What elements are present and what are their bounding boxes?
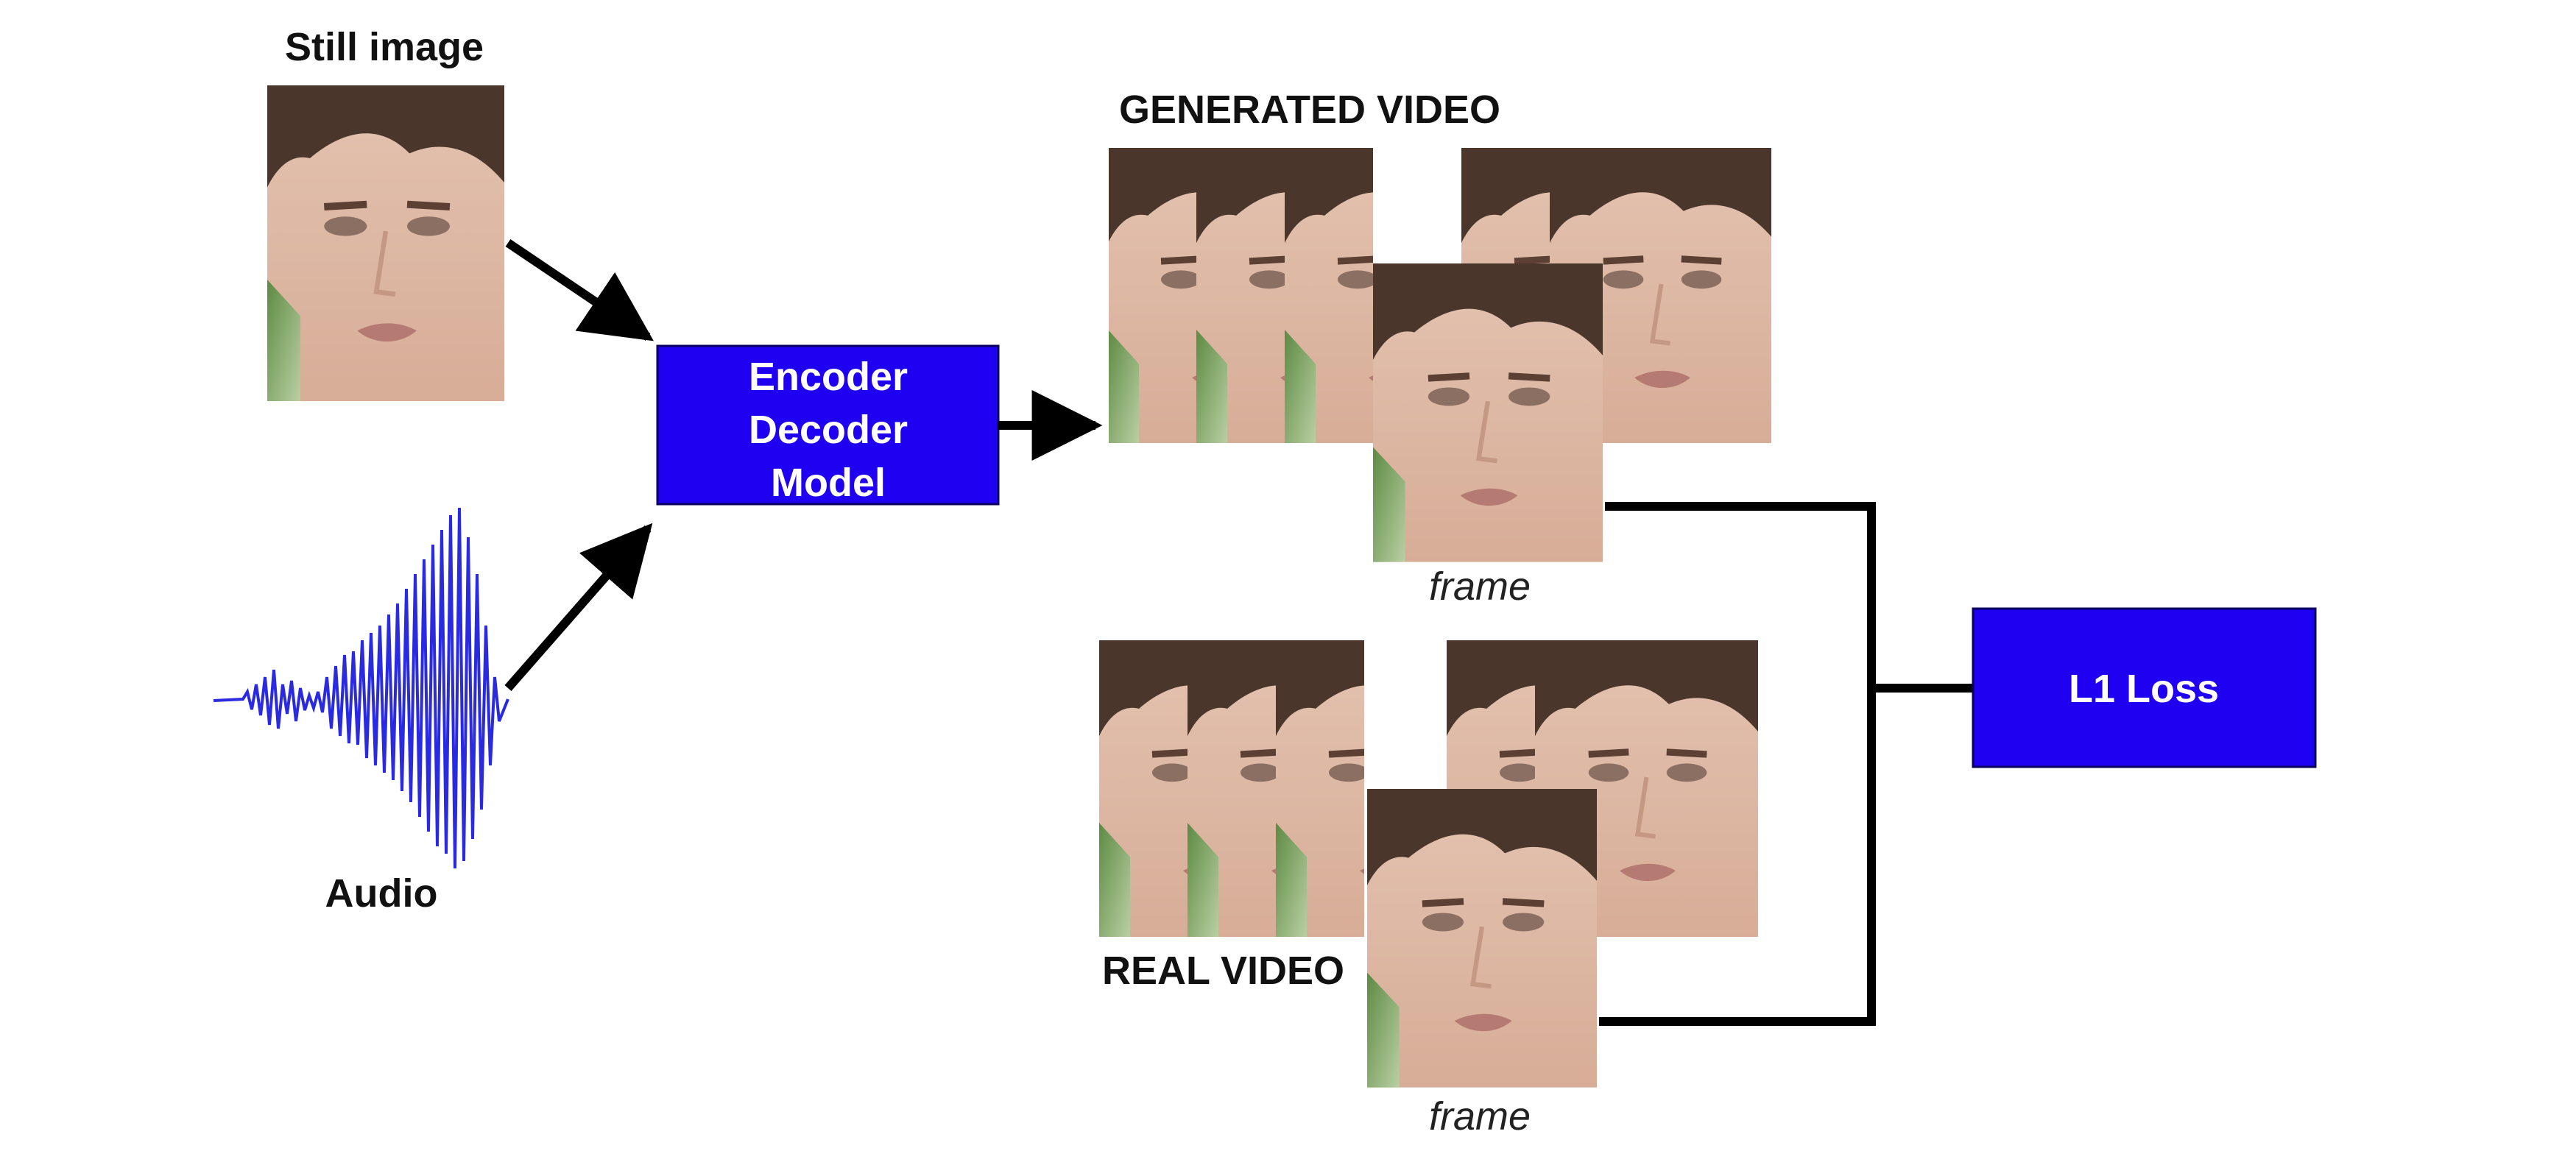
real-video-label: REAL VIDEO (1102, 949, 1344, 993)
model-label-line3: Model (771, 461, 886, 505)
real-frame-label: frame (1429, 1094, 1531, 1139)
l1-loss-box (1972, 607, 2317, 768)
encoder-decoder-model-box (656, 344, 1000, 506)
still-image-label: Still image (285, 25, 484, 69)
audio-label: Audio (325, 871, 438, 916)
audio-waveform-icon (213, 507, 509, 869)
still-image-photo (267, 85, 504, 401)
generated-frame-label: frame (1429, 564, 1531, 609)
model-label-line2: Decoder (749, 408, 908, 452)
frames-to-loss-bracket (1599, 502, 1876, 1026)
image-to-model-arrow (505, 239, 654, 341)
audio-to-model-arrow (504, 523, 653, 691)
generated-video-label: GENERATED VIDEO (1119, 88, 1500, 132)
generated-frame-photo (1373, 263, 1603, 562)
model-label-line1: Encoder (749, 355, 908, 399)
real-frame-photo (1367, 789, 1597, 1088)
l1-loss-label: L1 Loss (2069, 667, 2219, 711)
